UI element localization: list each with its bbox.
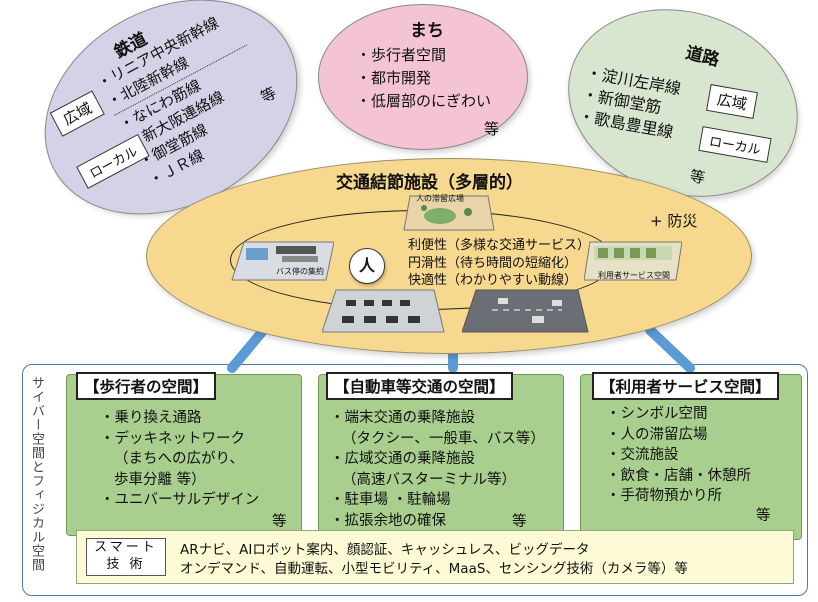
hub-benefits: 利便性（多様な交通サービス） 円滑性（待ち時間の短縮化） 快適性（わかりやすい動… xyxy=(408,237,590,290)
smart-label-bottom: 技 術 xyxy=(106,557,146,572)
list-item: ・人の滞留広場 xyxy=(606,426,708,443)
machi-items: ・歩行者空間 ・都市開発 ・低層部のにぎわい xyxy=(356,44,491,113)
machi-etc: 等 xyxy=(484,120,500,138)
bus-stop-photo xyxy=(231,241,334,281)
list-item: ・端末交通の乗降施設 xyxy=(330,410,475,426)
hub-title: 交通結節施設（多層的） xyxy=(336,173,523,193)
panel-pedestrian-title: 【歩行者の空間】 xyxy=(76,372,217,400)
panel-pedestrian-etc: 等 xyxy=(272,514,287,530)
connector-left xyxy=(227,327,267,373)
machi-title: まち xyxy=(410,21,444,41)
list-item: ・手荷物預かり所 xyxy=(606,488,722,504)
list-item: （まちへの広がり、 xyxy=(114,451,244,467)
panel-vehicle-body: ・端末交通の乗降施設 （タクシー、一般車、バス等） ・広域交通の乗降施設 （高速… xyxy=(330,408,545,531)
plaza-photo-label: 人の滞留広場 xyxy=(416,194,464,203)
service-photo xyxy=(584,241,682,281)
list-item: ・シンボル空間 xyxy=(606,406,708,422)
list-item: ・拡張余地の確保 xyxy=(330,512,446,529)
list-item: （高速バスターミナル等） xyxy=(342,471,516,488)
list-item: ・交流施設 xyxy=(606,447,679,463)
list-item: ・駐車場 ・駐輪場 xyxy=(330,492,451,508)
smart-tech-line2: オンデマンド、自動運転、小型モビリティ、MaaS、センシング技術（カメラ等）等 xyxy=(180,561,688,577)
list-item: ・飲食・店舗・休憩所 xyxy=(606,467,751,484)
machi-oval xyxy=(318,4,528,150)
panel-service-etc: 等 xyxy=(756,508,771,524)
smart-tech-label-box: スマート 技 術 xyxy=(86,538,166,576)
smart-tech-bar xyxy=(76,530,794,584)
panel-vehicle xyxy=(318,374,564,556)
smart-label-top: スマート xyxy=(94,540,158,555)
cyber-physical-label: サイバー空間とフィジカル空間 xyxy=(29,376,44,572)
list-item: 歩車分離 等） xyxy=(114,471,206,488)
list-item: ・デッキネットワーク xyxy=(100,430,245,447)
list-item: ・低層部のにぎわい xyxy=(356,92,492,110)
list-item: ・歩行者空間 xyxy=(356,46,447,64)
railway-koiki-label: 広域 xyxy=(49,90,105,137)
panel-pedestrian-body: ・乗り換え通路 ・デッキネットワーク （まちへの広がり、 歩車分離 等） ・ユニ… xyxy=(100,408,259,511)
road-photo xyxy=(462,289,589,333)
panel-service xyxy=(580,374,802,540)
list-item: ・広域交通の乗降施設 xyxy=(330,451,475,467)
panel-service-title: 【利用者サービス空間】 xyxy=(592,372,779,400)
connector-right xyxy=(645,325,695,373)
benefit-item: 利便性（多様な交通サービス） xyxy=(408,238,591,253)
hub-bousai: + 防災 xyxy=(650,212,698,230)
plaza-photo xyxy=(403,195,495,231)
list-item: ・乗り換え通路 xyxy=(100,410,202,426)
panel-vehicle-etc: 等 xyxy=(512,514,527,530)
service-photo-label: 利用者サービス空間 xyxy=(598,271,670,280)
benefit-item: 快適性（わかりやすい動線） xyxy=(408,273,578,288)
railway-local-label: ローカル xyxy=(76,133,150,189)
panel-vehicle-title: 【自動車等交通の空間】 xyxy=(326,372,513,400)
panel-service-body: ・シンボル空間 ・人の滞留広場 ・交流施設 ・飲食・店舗・休憩所 ・手荷物預かり… xyxy=(606,404,751,507)
benefit-item: 円滑性（待ち時間の短縮化） xyxy=(408,255,578,271)
list-item: （タクシー、一般車、バス等） xyxy=(342,430,545,447)
parking-photo xyxy=(322,289,445,333)
list-item: ・都市開発 xyxy=(356,69,432,87)
list-item: ・ユニバーサルデザイン xyxy=(100,492,260,508)
smart-tech-line1: ARナビ、AIロボット案内、顔認証、キャッシュレス、ビッグデータ xyxy=(180,542,590,558)
hub-center-person: 人 xyxy=(349,248,385,284)
bus-stop-photo-label: バス停の集約 xyxy=(276,267,324,276)
